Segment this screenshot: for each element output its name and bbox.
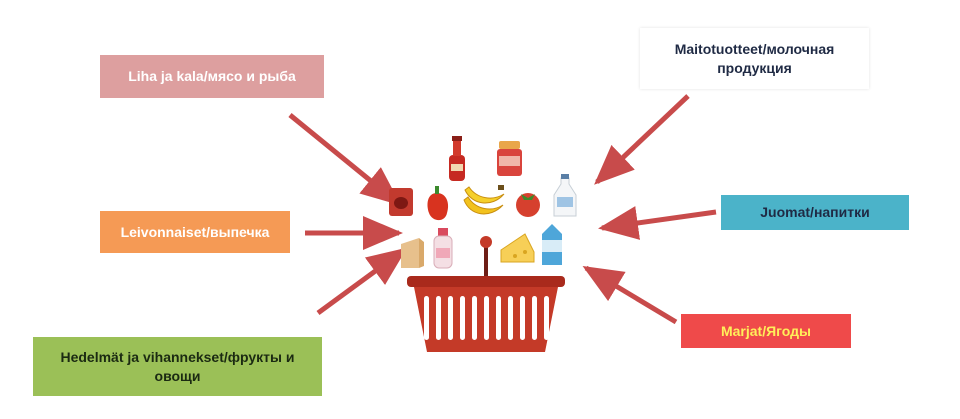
cheese-icon	[500, 233, 535, 263]
meat-package-icon	[389, 188, 413, 216]
label-dairy-line2: продукция	[717, 59, 792, 76]
yogurt-bottle-icon	[433, 228, 453, 269]
label-meat-fish: Liha ja kala/мясо и рыба	[100, 55, 324, 98]
label-fruits-vegetables-text: Hedelmät ja vihannekset/фрукты и овощи	[60, 348, 294, 386]
arrow-meat	[288, 113, 402, 206]
milk-bottle-icon	[553, 174, 577, 217]
label-drinks-text: Juomat/напитки	[760, 204, 870, 220]
label-pastries: Leivonnaiset/выпечка	[100, 211, 290, 253]
label-drinks: Juomat/напитки	[721, 195, 909, 230]
arrow-dairy	[594, 94, 690, 185]
bread-icon	[401, 238, 424, 268]
label-berries: Marjat/Ягоды	[681, 314, 851, 348]
label-fruits-line1: Hedelmät ja vihannekset/фрукты и	[60, 348, 295, 365]
banana-icon	[463, 185, 505, 215]
ketchup-bottle-icon	[449, 136, 465, 181]
arrows	[288, 94, 717, 325]
label-meat-fish-text: Liha ja kala/мясо и рыба	[128, 68, 296, 84]
label-dairy-line1: Maitotuotteet/молочная	[674, 40, 835, 57]
label-dairy-text: Maitotuotteet/молочная продукция	[675, 40, 835, 78]
label-berries-text: Marjat/Ягоды	[720, 322, 812, 339]
jam-jar-icon	[497, 141, 522, 176]
arrow-berries	[582, 265, 678, 325]
label-fruits-vegetables: Hedelmät ja vihannekset/фрукты и овощи	[33, 337, 322, 396]
label-pastries-text: Leivonnaiset/выпечка	[120, 223, 270, 240]
label-fruits-line2: овощи	[154, 367, 201, 384]
milk-carton-icon	[542, 224, 562, 265]
tomato-icon	[516, 193, 540, 217]
shopping-basket-icon	[407, 236, 565, 352]
arrow-drinks	[598, 206, 717, 240]
arrow-fruits	[316, 247, 408, 316]
label-dairy: Maitotuotteet/молочная продукция	[640, 28, 869, 89]
bell-pepper-icon	[427, 186, 449, 221]
